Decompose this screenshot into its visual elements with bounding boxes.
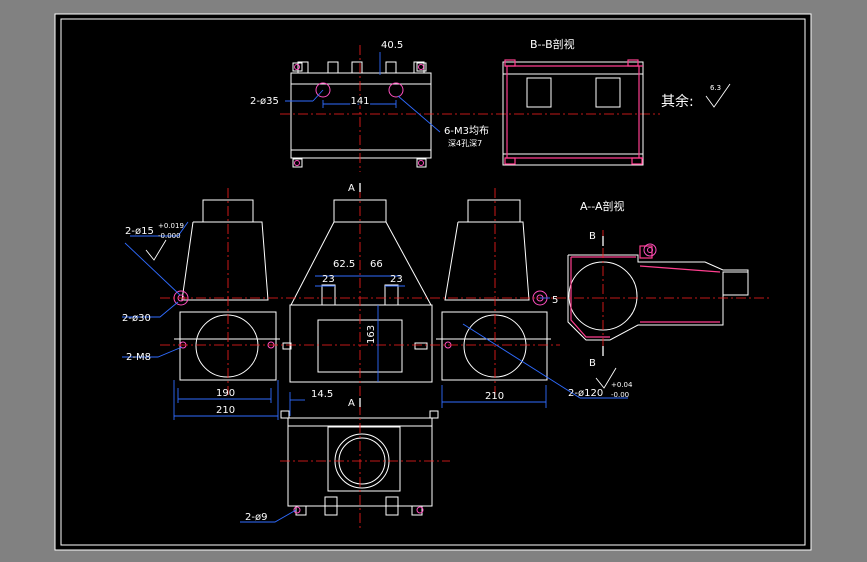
aa-section-holes: [643, 243, 657, 257]
top-view: [290, 61, 432, 168]
callout-phi30: 2-ø30: [122, 313, 151, 324]
inner-border: [60, 18, 806, 546]
dimension-lines: [122, 52, 628, 523]
dim-62-5: 62.5: [333, 259, 355, 270]
callout-m3-line2: 深4孔深7: [448, 139, 482, 148]
callout-phi120-tol-lower: -0.00: [611, 391, 629, 399]
top-view-holes: [294, 64, 424, 166]
callout-phi15-tol-lower: -0.000: [158, 232, 181, 240]
callout-phi35: 2-ø35: [250, 96, 279, 107]
dim-66: 66: [370, 259, 383, 270]
dim-141: 141: [350, 96, 369, 107]
callout-phi15-tol-upper: +0.019: [158, 222, 184, 230]
callout-phi15: 2-ø15: [125, 226, 154, 237]
roughness-symbols: [145, 83, 731, 389]
dim-210-left: 210: [216, 405, 235, 416]
surface-finish-roughness: 6.3: [710, 84, 721, 92]
dim-5: 5: [552, 295, 558, 306]
callout-phi120: 2-ø120: [568, 388, 603, 399]
dim-40-5: 40.5: [381, 40, 403, 51]
dim-14-5: 14.5: [311, 389, 333, 400]
section-mark-b-bottom: B: [589, 358, 596, 369]
callout-m8: 2-M8: [126, 352, 151, 363]
dim-23-a: 23: [322, 274, 335, 285]
section-cut-marks: [359, 183, 604, 407]
drawing-sheet: [55, 14, 811, 550]
outer-border: [54, 13, 812, 551]
dim-163: 163: [366, 325, 377, 344]
callout-phi120-tol-upper: +0.04: [611, 381, 633, 389]
aa-section-hatch: [570, 245, 721, 338]
bb-section-title: B--B剖视: [530, 37, 575, 51]
callout-m3-line1: 6-M3均布: [444, 125, 489, 137]
section-mark-b-top: B: [589, 231, 596, 242]
dim-210-right: 210: [485, 391, 504, 402]
surface-finish-label: 其余:: [661, 93, 694, 110]
centerlines: [160, 188, 770, 530]
callout-text: 2-ø35 6-M3均布 深4孔深7 2-ø15 +0.019 -0.000 2…: [122, 96, 633, 523]
bottom-view-holes: [293, 506, 424, 514]
section-mark-a-top: A: [348, 183, 355, 194]
callout-phi9: 2-ø9: [245, 512, 267, 523]
aa-section-title: A--A剖视: [580, 199, 625, 213]
front-view: [282, 199, 433, 383]
section-mark-a-bottom: A: [348, 398, 355, 409]
dim-190: 190: [216, 388, 235, 399]
dim-23-b: 23: [390, 274, 403, 285]
bb-section: [502, 61, 644, 166]
bb-section-hatch: [504, 59, 643, 165]
top-view-centerlines: [280, 45, 660, 172]
dimension-text: 40.5 141 62.5 66 23 23 163 190 210 14.5 …: [216, 40, 558, 416]
